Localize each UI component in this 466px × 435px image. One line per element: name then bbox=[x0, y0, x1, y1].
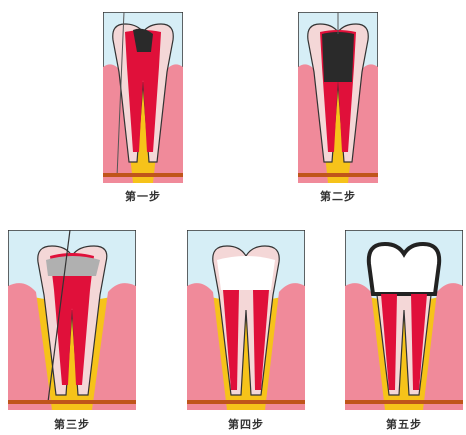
step-5-panel bbox=[345, 230, 463, 410]
step-2-caption: 第二步 bbox=[298, 188, 378, 204]
step-3-panel bbox=[8, 230, 136, 410]
step-5-caption: 第五步 bbox=[345, 416, 463, 432]
step-3-illustration bbox=[8, 230, 136, 410]
step-5-illustration bbox=[345, 230, 463, 410]
step-1-caption: 第一步 bbox=[103, 188, 183, 204]
step-2-panel bbox=[298, 12, 378, 183]
step-4-illustration bbox=[187, 230, 305, 410]
step-1-panel bbox=[103, 12, 183, 183]
step-4-caption: 第四步 bbox=[187, 416, 305, 432]
step-3-caption: 第三步 bbox=[8, 416, 136, 432]
step-1-illustration bbox=[103, 12, 183, 183]
step-2-illustration bbox=[298, 12, 378, 183]
step-4-panel bbox=[187, 230, 305, 410]
